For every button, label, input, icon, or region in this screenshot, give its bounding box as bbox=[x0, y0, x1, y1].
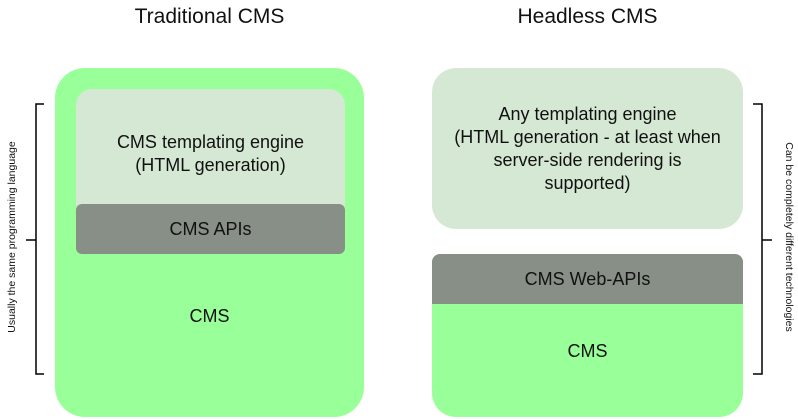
headless-cms-box: CMS bbox=[432, 325, 743, 377]
headless-templating-engine-box: Any templating engine (HTML generation -… bbox=[432, 68, 743, 229]
traditional-cms-apis-label: CMS APIs bbox=[169, 218, 252, 239]
traditional-cms-box: CMS bbox=[55, 290, 364, 342]
traditional-templating-line-2: (HTML generation) bbox=[135, 155, 286, 175]
headless-cms-web-apis-label: CMS Web-APIs bbox=[524, 268, 651, 289]
traditional-templating-line-1: CMS templating engine bbox=[116, 132, 305, 152]
headless-templating-line-3: server-side rendering is bbox=[493, 149, 682, 170]
right-bracket bbox=[753, 103, 772, 375]
left-bracket bbox=[26, 103, 44, 375]
traditional-cms-apis-box: CMS APIs bbox=[76, 204, 345, 254]
left-side-note: Usually the same programming language bbox=[6, 141, 18, 333]
right-side-note: Can be completely different technologies bbox=[783, 142, 795, 332]
traditional-templating-engine-box: CMS templating engine (HTML generation) bbox=[76, 89, 345, 219]
headless-templating-line-1: Any templating engine bbox=[498, 103, 677, 124]
traditional-cms-label: CMS bbox=[189, 305, 230, 326]
headless-cms-label: CMS bbox=[567, 340, 608, 361]
traditional-cms-title: Traditional CMS bbox=[134, 5, 285, 28]
headless-templating-line-4: supported) bbox=[544, 172, 631, 193]
headless-templating-line-2: (HTML generation - at least when bbox=[454, 126, 721, 147]
headless-cms-title: Headless CMS bbox=[517, 5, 658, 28]
headless-cms-web-apis-box: CMS Web-APIs bbox=[432, 254, 743, 304]
